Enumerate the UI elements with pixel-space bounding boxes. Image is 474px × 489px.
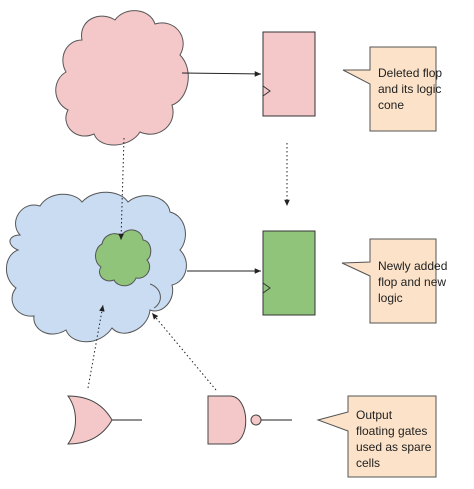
spare-or-gate	[67, 395, 142, 445]
existing-logic-cloud	[6, 191, 187, 343]
callout-added-line-2: flop and new	[378, 275, 446, 289]
deleted-flop	[262, 31, 316, 117]
callout-deleted-line-2: and its logic	[378, 82, 441, 96]
deleted-logic-cloud	[55, 10, 189, 146]
cloud-inner-curve	[149, 283, 161, 309]
callout-deleted-line-3: cone	[378, 98, 404, 112]
spare-nand-gate	[207, 395, 292, 445]
callout-added-line-1: Newly added	[378, 259, 447, 273]
callout-spare-line-1: Output	[356, 408, 393, 422]
callout-spare-line-2: floating gates	[356, 424, 427, 438]
callout-deleted: Deleted flop and its logic cone	[342, 46, 442, 132]
logic-replacement-arrow	[118, 137, 125, 241]
callout-spare-line-3: used as spare	[356, 440, 432, 454]
callout-spare-line-4: cells	[356, 456, 380, 470]
callout-added: Newly added flop and new logic	[341, 238, 447, 324]
spare-nand-arrow	[151, 312, 217, 391]
callout-spare: Output floating gates used as spare cell…	[316, 395, 437, 478]
new-flop	[262, 230, 316, 316]
deleted-logic-arrow	[181, 71, 262, 77]
callout-added-line-3: logic	[378, 291, 403, 305]
callout-deleted-line-1: Deleted flop	[378, 66, 442, 80]
